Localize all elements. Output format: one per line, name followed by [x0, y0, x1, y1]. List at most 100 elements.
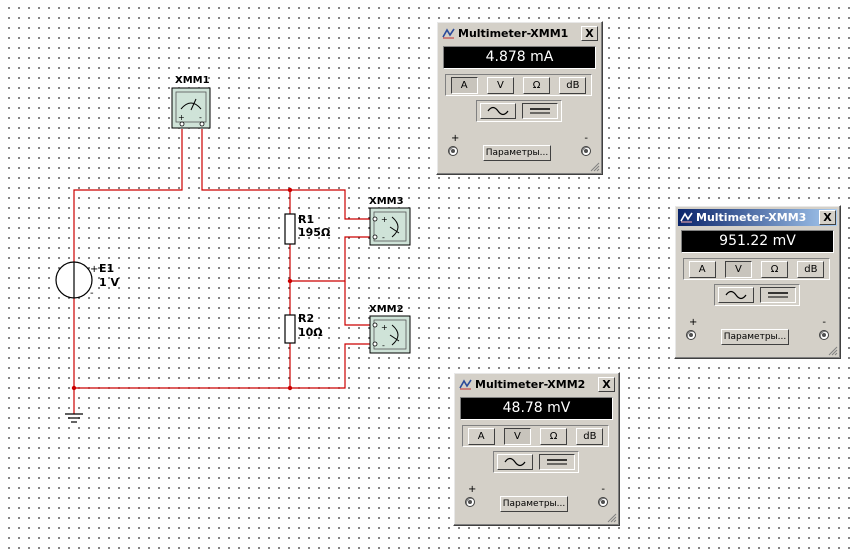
dc-mode-button[interactable]: [539, 454, 575, 470]
volts-button[interactable]: V: [486, 76, 514, 94]
close-button[interactable]: X: [581, 26, 598, 41]
resize-grip-icon[interactable]: [828, 346, 838, 356]
ac-mode-button[interactable]: [497, 454, 533, 470]
multimeter-title: Multimeter-XMM2: [475, 378, 586, 391]
multimeter-title: Multimeter-XMM1: [458, 27, 569, 40]
ac-mode-button[interactable]: [480, 103, 516, 119]
source-plus: +: [90, 264, 98, 275]
volts-button[interactable]: V: [503, 427, 531, 445]
voltage-source-e1: + - E1 1 V: [55, 261, 119, 299]
resistor-r2: R2 10Ω: [284, 312, 323, 344]
ground-symbol: [65, 413, 83, 423]
measurement-mode-group: A V Ω dB: [445, 74, 592, 96]
multimeter-titlebar[interactable]: Multimeter-XMM1 X: [440, 25, 599, 42]
junctions: [71, 187, 293, 391]
measurement-mode-group: A V Ω dB: [462, 425, 609, 447]
positive-terminal[interactable]: [448, 146, 458, 156]
xmm3-symbol[interactable]: XMM3 + -: [369, 196, 411, 246]
multimeter-reading: 951.22 mV: [681, 230, 834, 253]
signal-type-group: [493, 451, 579, 473]
resistor-r2-label: R2: [298, 312, 314, 325]
ac-mode-button[interactable]: [718, 287, 754, 303]
wire-mid-xmm2: [344, 281, 372, 326]
junction-mid: [287, 278, 293, 284]
positive-terminal[interactable]: [686, 330, 696, 340]
xmm2-plus: +: [381, 323, 388, 332]
close-button[interactable]: X: [819, 210, 836, 225]
signal-type-group: [714, 284, 800, 306]
positive-terminal-label: +: [451, 133, 460, 144]
resistor-r1: R1 195Ω: [284, 213, 331, 245]
wire-top-node-xmm3: [290, 189, 372, 220]
positive-terminal-label: +: [689, 317, 698, 328]
signal-type-group: [476, 100, 562, 122]
negative-terminal-label: -: [601, 484, 605, 495]
wires: [73, 129, 372, 414]
wire-xmm2-bottom: [74, 343, 372, 389]
junction-bottom-l: [71, 385, 77, 391]
negative-terminal[interactable]: [581, 146, 591, 156]
multimeter-panel-xmm2[interactable]: Multimeter-XMM2 X 48.78 mV A V Ω dB + - …: [453, 372, 620, 526]
source-label: E1: [99, 262, 114, 275]
decibel-button[interactable]: dB: [576, 427, 604, 445]
parameters-button[interactable]: Параметры...: [721, 329, 789, 345]
junction-bottom-r: [287, 385, 293, 391]
amps-button[interactable]: A: [688, 260, 716, 278]
positive-terminal[interactable]: [465, 497, 475, 507]
multisim-logo-icon: [680, 212, 693, 223]
multimeter-reading: 4.878 mA: [443, 46, 596, 69]
close-button[interactable]: X: [598, 377, 615, 392]
wire-xmm1-pos: [201, 129, 291, 214]
xmm3-minus: -: [382, 233, 385, 242]
multimeter-reading: 48.78 mV: [460, 397, 613, 420]
source-minus: -: [90, 288, 94, 299]
decibel-button[interactable]: dB: [559, 76, 587, 94]
resize-grip-icon[interactable]: [590, 162, 600, 172]
xmm2-minus: -: [382, 341, 385, 350]
parameters-button[interactable]: Параметры...: [500, 496, 568, 512]
resize-grip-icon[interactable]: [607, 513, 617, 523]
dc-line-icon: [768, 292, 788, 298]
xmm1-symbol[interactable]: XMM1 + -: [171, 75, 211, 129]
xmm3-label: XMM3: [369, 196, 404, 207]
dc-line-icon: [547, 459, 567, 465]
decibel-button[interactable]: dB: [797, 260, 825, 278]
volts-button[interactable]: V: [724, 260, 752, 278]
wire-xmm1-neg: [73, 129, 183, 262]
multimeter-panel-xmm1[interactable]: Multimeter-XMM1 X 4.878 mA A V Ω dB + - …: [436, 21, 603, 175]
positive-terminal-label: +: [468, 484, 477, 495]
negative-terminal-label: -: [822, 317, 826, 328]
negative-terminal[interactable]: [819, 330, 829, 340]
amps-button[interactable]: A: [450, 76, 478, 94]
amps-button[interactable]: A: [467, 427, 495, 445]
multisim-logo-icon: [442, 28, 455, 39]
ohms-button[interactable]: Ω: [523, 76, 551, 94]
xmm1-minus: -: [199, 113, 202, 122]
xmm1-label: XMM1: [175, 75, 210, 86]
resistor-r2-value: 10Ω: [298, 326, 323, 339]
xmm3-plus: +: [381, 215, 388, 224]
source-value: 1 V: [99, 276, 119, 289]
multimeter-panel-xmm3[interactable]: Multimeter-XMM3 X 951.22 mV A V Ω dB + -…: [674, 205, 841, 359]
junction-top: [287, 187, 293, 193]
measurement-mode-group: A V Ω dB: [683, 258, 830, 280]
multisim-logo-icon: [459, 379, 472, 390]
ohms-button[interactable]: Ω: [761, 260, 789, 278]
dc-mode-button[interactable]: [522, 103, 558, 119]
xmm1-plus: +: [178, 113, 185, 122]
wire-xmm3-bottom: [290, 236, 372, 282]
multimeter-titlebar[interactable]: Multimeter-XMM2 X: [457, 376, 616, 393]
resistor-r1-label: R1: [298, 213, 314, 226]
dc-line-icon: [530, 108, 550, 114]
dc-mode-button[interactable]: [760, 287, 796, 303]
ohms-button[interactable]: Ω: [540, 427, 568, 445]
multimeter-titlebar[interactable]: Multimeter-XMM3 X: [678, 209, 837, 226]
multimeter-title: Multimeter-XMM3: [696, 211, 807, 224]
parameters-button[interactable]: Параметры...: [483, 145, 551, 161]
sine-wave-icon: [487, 106, 509, 116]
xmm2-symbol[interactable]: XMM2 + -: [369, 304, 411, 354]
resistor-r1-value: 195Ω: [298, 226, 331, 239]
negative-terminal[interactable]: [598, 497, 608, 507]
sine-wave-icon: [725, 290, 747, 300]
